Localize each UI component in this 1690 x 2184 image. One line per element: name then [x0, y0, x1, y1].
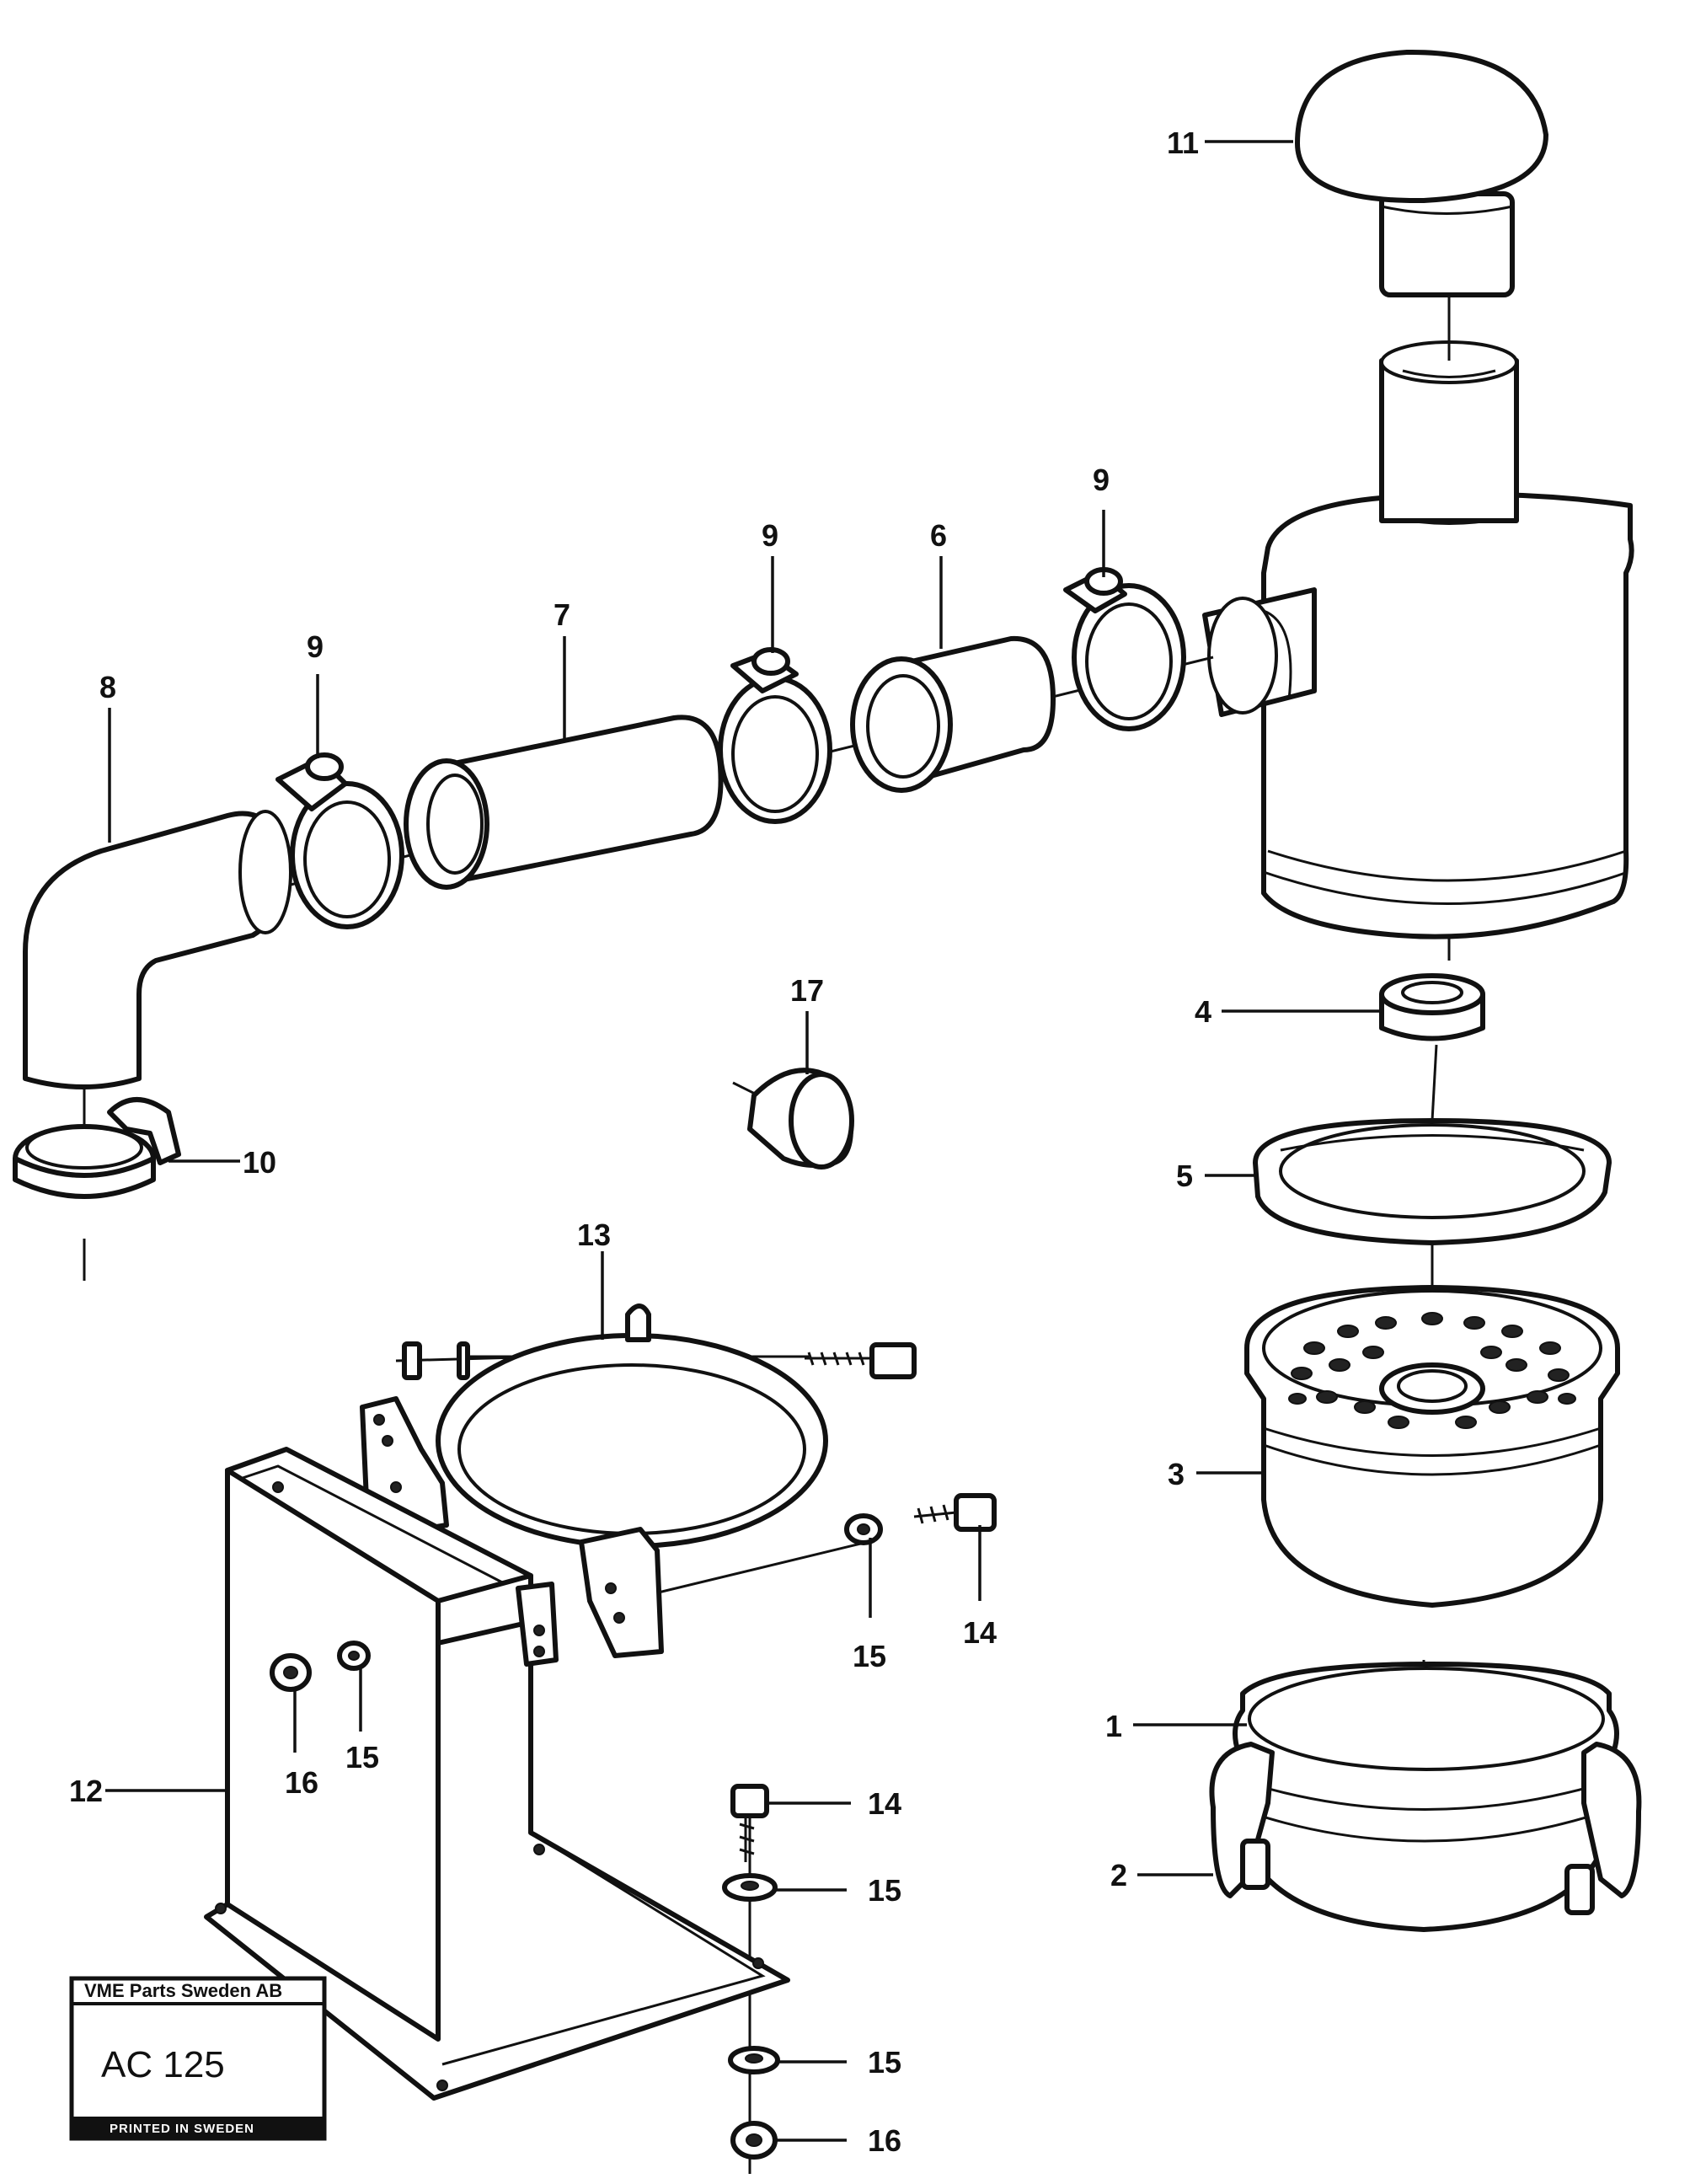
clip-2 [1209, 1742, 1642, 1915]
screw-14-upper [913, 1493, 997, 1532]
callout-3: 3 [1168, 1457, 1185, 1491]
filter-holes [1288, 1312, 1576, 1429]
washer-15-lower-a [722, 1873, 778, 1902]
callout-12: 12 [69, 1774, 103, 1808]
hose-clamp-10 [13, 1097, 181, 1199]
stamp-code: AC 125 [101, 2044, 225, 2085]
callout-14-lower: 14 [868, 1786, 901, 1821]
washer-15-left [337, 1641, 371, 1671]
dust-bowl-1 [1233, 1662, 1619, 1932]
rain-cap [1295, 49, 1548, 297]
elbow-hose [23, 810, 292, 1089]
sealing-ring-5 [1253, 1118, 1612, 1245]
callout-9-middle: 9 [762, 518, 778, 553]
callout-15-left: 15 [345, 1740, 379, 1774]
bracket-12 [204, 1447, 790, 2101]
callout-17: 17 [790, 973, 824, 1008]
callout-2: 2 [1110, 1858, 1127, 1892]
washer-15-upper [844, 1513, 883, 1545]
callout-labels: 11 9 9 6 7 9 8 10 4 5 3 1 2 17 13 14 15 … [69, 126, 1211, 2158]
filter-element-3 [1244, 1285, 1620, 1608]
screw-14-lower [730, 1784, 769, 1862]
callout-15-upper: 15 [853, 1639, 886, 1673]
air-cleaner-housing [1202, 340, 1634, 939]
plug-17 [747, 1068, 854, 1170]
hose-clamp-9-middle [718, 647, 832, 824]
callout-9-left: 9 [307, 629, 324, 664]
callout-14-upper: 14 [963, 1615, 997, 1650]
callout-15-lower-a: 15 [868, 1873, 901, 1908]
callout-7: 7 [554, 597, 570, 632]
callout-16-lower: 16 [868, 2123, 901, 2158]
nut-4 [1379, 973, 1485, 1041]
mounting-band-13 [360, 1303, 917, 1658]
callout-16-left: 16 [285, 1765, 318, 1800]
leader-lines [105, 140, 1382, 2142]
stamp-footer: PRINTED IN SWEDEN [110, 2122, 254, 2136]
callout-15-lower-b: 15 [868, 2045, 901, 2080]
hose-clamp-9-left [275, 752, 404, 929]
document-stamp: VME Parts Sweden AB AC 125 PRINTED IN SW… [69, 1976, 327, 2141]
callout-10: 10 [243, 1145, 276, 1180]
callout-1: 1 [1105, 1709, 1122, 1743]
callout-9-right: 9 [1093, 463, 1110, 497]
callout-4: 4 [1195, 994, 1211, 1029]
sleeve-6 [850, 635, 1056, 793]
callout-8: 8 [99, 670, 116, 704]
hose-7 [404, 715, 724, 890]
callout-13: 13 [577, 1218, 611, 1252]
callout-5: 5 [1176, 1159, 1193, 1193]
callout-6: 6 [930, 518, 947, 553]
hose-clamp-9-right [1063, 567, 1186, 731]
washer-15-lower-b [728, 2046, 780, 2074]
nut-16-lower [730, 2121, 778, 2160]
nut-16-left [270, 1653, 312, 1692]
stamp-company: VME Parts Sweden AB [84, 1980, 282, 2001]
callout-11: 11 [1167, 126, 1199, 160]
